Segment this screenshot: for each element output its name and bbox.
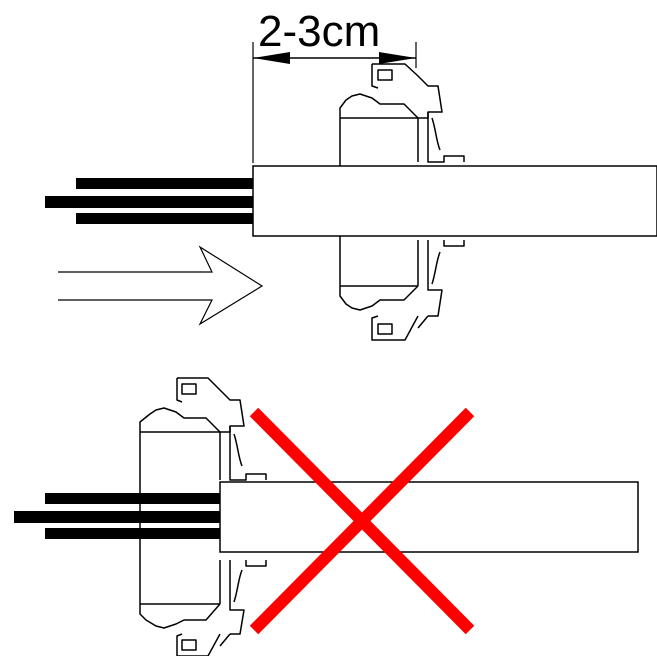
cable-gland-top xyxy=(339,63,465,341)
dimension-label: 2-3cm xyxy=(258,7,380,56)
cable-gland-bottom xyxy=(139,377,267,656)
insert-direction-arrow-icon xyxy=(58,245,264,326)
cable-sheath-bottom xyxy=(219,481,639,553)
wires-top xyxy=(45,178,253,224)
incorrect-installation xyxy=(14,377,639,656)
wires-bottom xyxy=(14,493,220,539)
wrong-cross-icon xyxy=(249,407,475,635)
dimension-arrow xyxy=(253,52,416,64)
cable-sheath-top xyxy=(252,165,657,237)
correct-installation: 2-3cm xyxy=(45,7,657,341)
